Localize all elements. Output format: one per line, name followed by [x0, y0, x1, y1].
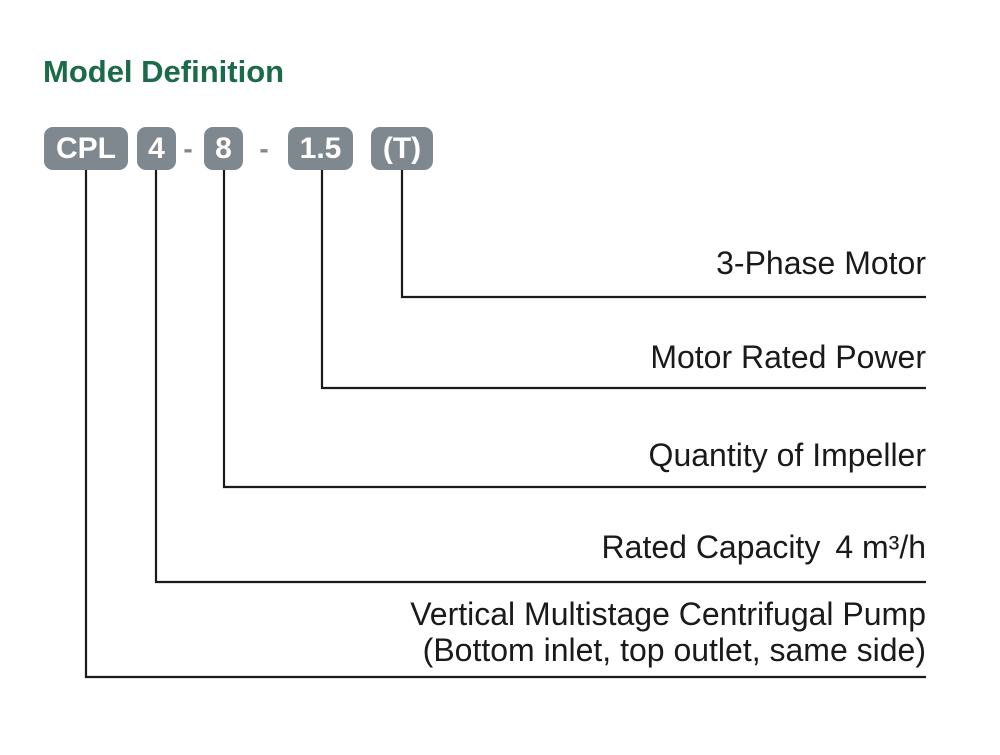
model-code-separator: -	[259, 132, 269, 164]
model-code-separator: -	[183, 132, 193, 164]
pump-type-line2: (Bottom inlet, top outlet, same side)	[422, 632, 926, 668]
model-box-series: CPL	[44, 127, 128, 170]
pump-type-line1: Vertical Multistage Centrifugal Pump	[410, 596, 926, 632]
label-motor-rated-power: Motor Rated Power	[650, 339, 926, 375]
model-box-motor-power: 1.5	[288, 127, 353, 170]
label-impeller-quantity: Quantity of Impeller	[648, 437, 926, 473]
model-box-capacity: 4	[137, 127, 176, 170]
label-pump-type: Vertical Multistage Centrifugal Pump (Bo…	[410, 596, 926, 668]
label-phase-motor: 3-Phase Motor	[716, 245, 926, 281]
connector-line-capacity	[154, 170, 926, 584]
page-title: Model Definition	[43, 54, 285, 89]
label-rated-capacity: Rated Capacity 4 m³/h	[602, 530, 926, 564]
rated-capacity-value: 4 m³/h	[835, 529, 926, 565]
model-box-phase: (T)	[371, 127, 433, 170]
model-box-impeller-count: 8	[204, 127, 243, 170]
rated-capacity-text: Rated Capacity	[601, 529, 821, 565]
